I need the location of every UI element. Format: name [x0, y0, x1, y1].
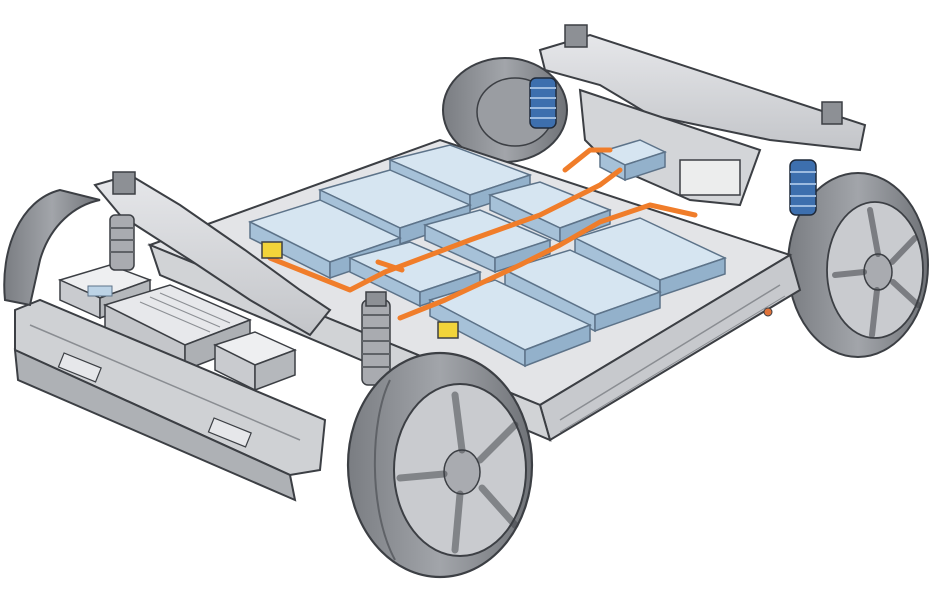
rear-left-shock [529, 77, 557, 129]
battery-module [502, 249, 662, 333]
front-right-wheel [346, 351, 534, 579]
front-right-shock [361, 291, 391, 386]
battery-module [347, 241, 483, 308]
rear-subframe [538, 24, 867, 207]
rear-right-shock [789, 159, 817, 216]
front-auxiliary-unit [213, 331, 297, 392]
battery-module [248, 199, 402, 280]
hv-connector [261, 241, 283, 259]
battery-module [428, 279, 592, 368]
battery-pack [248, 139, 728, 368]
rear-right-wheel [787, 172, 929, 358]
front-left-wheel [3, 188, 101, 307]
front-subframe [93, 171, 332, 337]
front-left-shock [109, 214, 135, 271]
front-bumper-beam [13, 298, 327, 502]
hv-connector [437, 321, 459, 339]
high-voltage-cables [267, 147, 698, 321]
